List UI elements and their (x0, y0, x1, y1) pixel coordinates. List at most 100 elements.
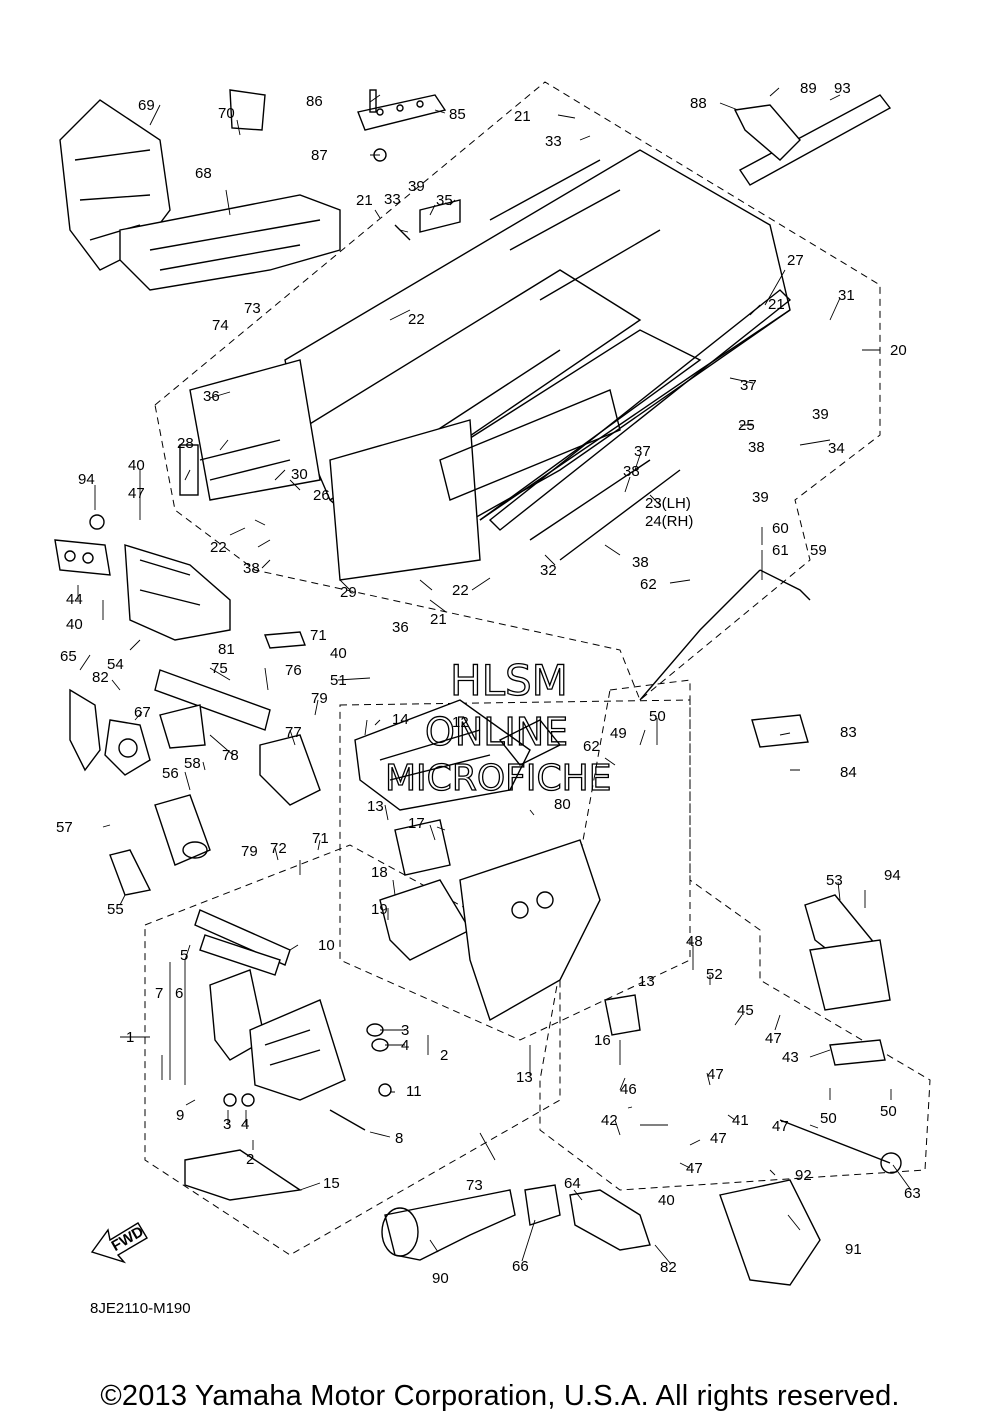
callout-50c: 50 (880, 1103, 897, 1120)
callout-1: 1 (126, 1029, 134, 1046)
callout-21d: 21 (430, 611, 447, 628)
callout-40c: 40 (330, 645, 347, 662)
frame-assembly-outline-20 (154, 81, 881, 701)
callout-67: 67 (134, 704, 151, 721)
callout-41: 41 (732, 1112, 749, 1129)
callout-93: 93 (834, 80, 851, 97)
callout-9: 9 (176, 1107, 184, 1124)
callout-43: 43 (782, 1049, 799, 1066)
callout-91: 91 (845, 1241, 862, 1258)
callout-13c: 13 (516, 1069, 533, 1086)
engine-mount-outline (339, 699, 691, 1041)
callout-62b: 62 (583, 738, 600, 755)
front-suspension (184, 909, 392, 1201)
callout-27: 27 (787, 252, 804, 269)
callout-38c: 38 (243, 560, 260, 577)
callout-20: 20 (890, 342, 907, 359)
callout-59: 59 (810, 542, 827, 559)
callout-69: 69 (138, 97, 155, 114)
callout-92: 92 (795, 1167, 812, 1184)
callout-18: 18 (371, 864, 388, 881)
callout-38a: 38 (623, 463, 640, 480)
engine-mount (354, 699, 641, 1036)
callout-45: 45 (737, 1002, 754, 1019)
callout-15: 15 (323, 1175, 340, 1192)
callout-2a: 2 (440, 1047, 448, 1064)
callout-47b: 47 (765, 1030, 782, 1047)
callout-39a: 39 (408, 178, 425, 195)
watermark: HLSM ONLINE MICROFICHE (384, 655, 612, 799)
callout-48: 48 (686, 933, 703, 950)
callout-54: 54 (107, 656, 124, 673)
callout-84: 84 (840, 764, 857, 781)
watermark-line1: HLSM (450, 656, 568, 705)
callout-47d: 47 (710, 1130, 727, 1147)
callout-80: 80 (554, 796, 571, 813)
callout-38b: 38 (748, 439, 765, 456)
callout-82a: 82 (92, 669, 109, 686)
callout-2b: 2 (246, 1151, 254, 1168)
callout-60: 60 (772, 520, 789, 537)
callout-39c: 39 (752, 489, 769, 506)
callout-47f: 47 (686, 1160, 703, 1177)
callout-85: 85 (449, 106, 466, 123)
callout-71a: 71 (310, 627, 327, 644)
callout-6: 6 (175, 985, 183, 1002)
callout-88: 88 (690, 95, 707, 112)
callout-82b: 82 (660, 1259, 677, 1276)
callout-83: 83 (840, 724, 857, 741)
callout-25: 25 (738, 417, 755, 434)
callout-51: 51 (330, 672, 347, 689)
callout-40d: 40 (658, 1192, 675, 1209)
callout-53: 53 (826, 872, 843, 889)
callout-33b: 33 (384, 191, 401, 208)
callout-4a: 4 (401, 1037, 409, 1054)
callout-36a: 36 (203, 388, 220, 405)
callout-72: 72 (270, 840, 287, 857)
callout-13b: 13 (638, 973, 655, 990)
callout-70: 70 (218, 105, 235, 122)
diagram-code: 8JE2110-M190 (90, 1300, 191, 1317)
callout-61: 61 (772, 542, 789, 559)
callout-29: 29 (340, 584, 357, 601)
callout-22c: 22 (452, 582, 469, 599)
callout-58: 58 (184, 755, 201, 772)
callout-56: 56 (162, 765, 179, 782)
callout-75: 75 (211, 660, 228, 677)
callout-4b: 4 (241, 1116, 249, 1133)
callout-47c: 47 (707, 1066, 724, 1083)
top-parts (357, 89, 892, 241)
callout-12: 12 (452, 714, 469, 731)
callout-47a: 47 (128, 485, 145, 502)
callout-21b: 21 (356, 192, 373, 209)
callout-81: 81 (218, 641, 235, 658)
callout-57: 57 (56, 819, 73, 836)
callout-94b: 94 (884, 867, 901, 884)
callout-22a: 22 (408, 311, 425, 328)
callout-40a: 40 (128, 457, 145, 474)
callout-28: 28 (177, 435, 194, 452)
callout-21a: 21 (514, 108, 531, 125)
callout-labels: 69 70 68 74 73 86 85 87 21 33 88 89 93 2… (56, 80, 921, 1287)
watermark-line3: MICROFICHE (385, 758, 611, 799)
callout-37b: 37 (634, 443, 651, 460)
callout-73b: 73 (466, 1177, 483, 1194)
callout-71b: 71 (312, 830, 329, 847)
callout-52: 52 (706, 966, 723, 983)
callout-79a: 79 (311, 690, 328, 707)
callout-87: 87 (311, 147, 328, 164)
callout-37a: 37 (740, 377, 757, 394)
callout-76: 76 (285, 662, 302, 679)
callout-39b: 39 (812, 406, 829, 423)
callout-17: 17 (408, 815, 425, 832)
callout-5: 5 (180, 947, 188, 964)
callout-40b: 40 (66, 616, 83, 633)
callout-33a: 33 (545, 133, 562, 150)
callout-38d: 38 (632, 554, 649, 571)
callout-50a: 50 (649, 708, 666, 725)
callout-35: 35 (436, 192, 453, 209)
callout-14: 14 (392, 711, 409, 728)
callout-79b: 79 (241, 843, 258, 860)
callout-42: 42 (601, 1112, 618, 1129)
left-components (54, 514, 321, 896)
